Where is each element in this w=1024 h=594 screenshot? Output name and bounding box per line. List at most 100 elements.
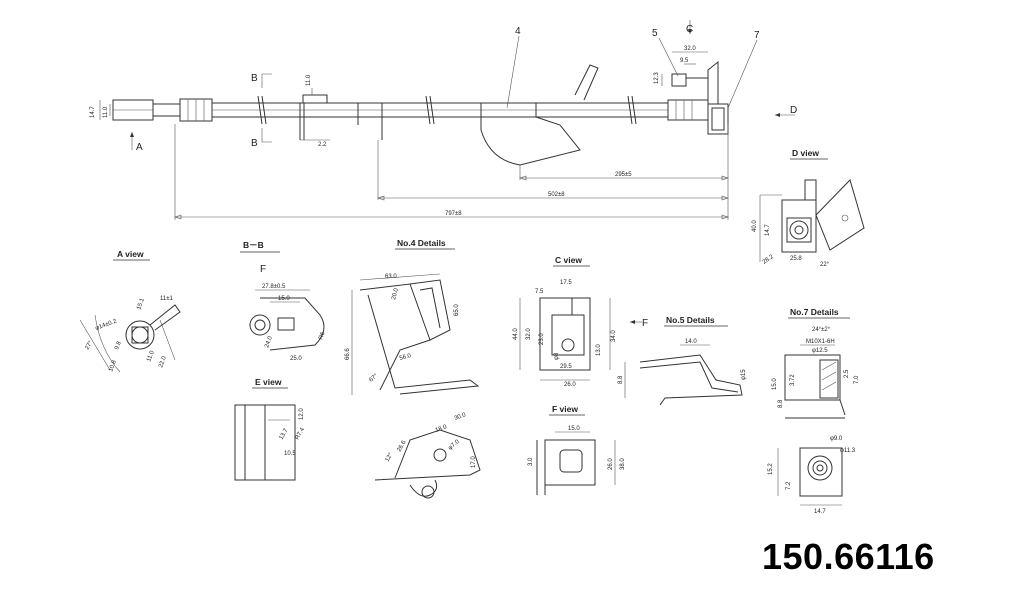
bb-dim-24: 24.0 [264,335,274,349]
no7b-dim-15-2: 15.2 [768,463,774,475]
d-view: D view 40.0 14.7 25.8 28.2 22° [752,148,865,268]
no5-marker-f: F [642,318,648,329]
e-dim-13-7: 13.7 [279,427,290,441]
c-dim-17-5: 17.5 [560,280,572,286]
a-view-title: A view [117,249,144,259]
d-view-dim-22deg: 22° [820,262,830,268]
bb-dim-27-8: 27.8±0.5 [262,284,286,290]
no7-dim-15: 15.0 [772,378,778,390]
f-dim-15: 15.0 [568,426,580,432]
no7-dim-thread: M10X1-6H [806,339,835,345]
no7-dim-7: 7.0 [854,375,860,384]
no4b-dim-30: 30.0 [454,412,468,422]
dim-14-7: 14.7 [90,106,96,118]
bb-dim-25: 25.0 [290,356,302,362]
no4-dim-67deg: 67° [368,373,379,384]
a-view-dim-11-0: 11.0 [146,349,156,362]
dim-11-0-left: 11.0 [103,106,109,118]
no7-dim-phi12-5: φ12.5 [812,348,828,354]
bb-dim-r6: R6 [318,331,326,341]
dim-797: 797±8 [445,211,462,217]
c-dim-26: 26.0 [564,382,576,388]
dim-9-5: 9.5 [680,58,689,64]
no4b-dim-12deg: 12° [385,452,395,463]
d-view-dim-25-8: 25.8 [790,256,802,262]
dim-32-0: 32.0 [684,46,696,52]
c-dim-7-5: 7.5 [535,289,544,295]
callout-5: 5 [652,28,658,39]
callout-c: C [686,24,693,35]
callout-4: 4 [515,26,521,37]
f-dim-38: 38.0 [620,458,626,470]
c-dim-phi8: φ8 [554,352,560,360]
no7-details: No.7 Details 24°±2° M10X1-6H φ12.5 15.0 … [772,307,860,419]
no7b-dim-phi9: φ9.0 [830,436,843,442]
f-dim-3: 3.0 [528,457,534,466]
no7-dim-2-5: 2.5 [844,369,850,378]
d-view-dim-28-2: 28.2 [762,254,776,266]
a-view: A view φ14±0.2 9.8 11.0 22.0 10.8 15.1 1… [79,249,181,373]
c-view: C view 17.5 7.5 44.0 32.0 23.0 φ8 13.0 3… [513,255,617,388]
dim-2-2: 2.2 [318,142,327,148]
no4b-dim-18: 18.0 [435,424,449,434]
f-dim-26: 26.0 [608,458,614,470]
dim-295: 295±5 [615,172,632,178]
no7-dim-3-72: 3.72 [790,374,796,386]
c-dim-34: 34.0 [611,330,617,342]
no4-dim-56: 56.0 [399,353,412,362]
e-view-title: E view [255,377,282,387]
no5-dim-8-8: 8.8 [618,375,624,384]
dim-11-0-bracket: 11.0 [306,74,312,86]
no7-title: No.7 Details [790,307,839,317]
no5-dim-phi15: φ15 [741,369,747,380]
a-view-dim-22-0: 22.0 [158,355,168,369]
a-view-dim-9-8: 9.8 [114,340,123,351]
a-view-dim-11: 11±1 [160,296,174,302]
bb-view-title: B－B [243,240,264,250]
section-b-top: B [251,73,258,84]
no7-dim-24deg: 24°±2° [812,327,831,333]
no7b-dim-14-7: 14.7 [814,509,826,515]
no4-details: No.4 Details 63.0 20.0 65.0 66.6 56.0 67… [345,238,480,395]
no4b-dim-26-6: 26.6 [397,439,408,453]
no4-dim-65: 65.0 [454,304,460,316]
callout-d: D [790,105,797,116]
callout-7: 7 [754,30,760,41]
part-number: 150.66116 [762,536,935,577]
section-b-bottom: B [251,138,258,149]
f-view-title: F view [552,404,578,414]
no5-details: F No.5 Details 14.0 8.8 φ15 [618,315,747,406]
c-dim-32: 32.0 [526,328,532,340]
dim-502: 502±8 [548,192,565,198]
bb-dim-15: 15.0 [278,296,290,302]
d-view-dim-14-7: 14.7 [765,224,771,236]
f-view: F view 15.0 3.0 26.0 38.0 [528,404,626,495]
d-view-dim-40: 40.0 [752,220,758,232]
no4b-dim-phi7: φ7.0 [447,439,461,452]
no4-clip-detail: 30.0 18.0 12° 26.6 φ7.0 17.0 [374,412,481,499]
bb-view-marker-f: F [260,264,266,275]
no7b-dim-phi11-3: φ11.3 [840,448,856,454]
c-view-title: C view [555,255,582,265]
e-dim-10-5: 10.5 [284,451,296,457]
no7-end-view: φ9.0 φ11.3 15.2 7.2 14.7 [768,436,856,515]
a-view-dim-phi14: φ14±0.2 [95,318,119,331]
part-4-clip [480,102,537,118]
c-dim-13: 13.0 [596,344,602,356]
no7b-dim-7-2: 7.2 [786,481,792,490]
no4-dim-20: 20.0 [391,287,400,300]
dim-12-3: 12.3 [654,72,660,84]
c-dim-29-5: 29.5 [560,364,572,370]
no5-dim-14: 14.0 [685,339,697,345]
main-hose-view: 4 5 C 7 D A B B 14.7 11.0 11.0 2.2 32.0 … [90,20,797,220]
a-view-dim-27deg: 27° [85,340,95,351]
callout-a: A [136,142,143,153]
d-view-title: D view [792,148,819,158]
no5-title: No.5 Details [666,315,715,325]
a-view-dim-15-1: 15.1 [136,297,146,311]
c-dim-23: 23.0 [539,333,545,345]
e-view: E view 12.0 13.7 10.5 R7.4 [234,377,306,481]
e-dim-12: 12.0 [299,408,305,420]
no7-dim-8-8: 8.8 [778,399,784,408]
